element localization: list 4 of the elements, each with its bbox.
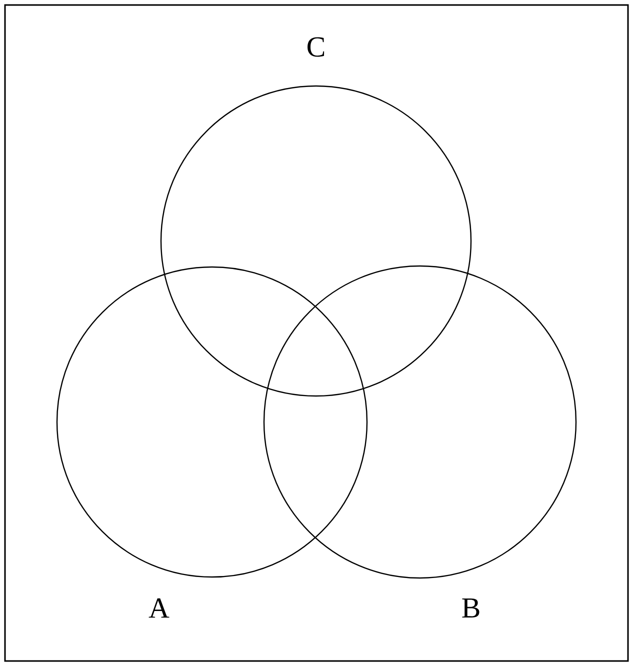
set-label: C — [308, 37, 324, 57]
set-label: A — [148, 598, 170, 618]
frame — [4, 4, 629, 662]
set-label: B — [462, 598, 480, 618]
